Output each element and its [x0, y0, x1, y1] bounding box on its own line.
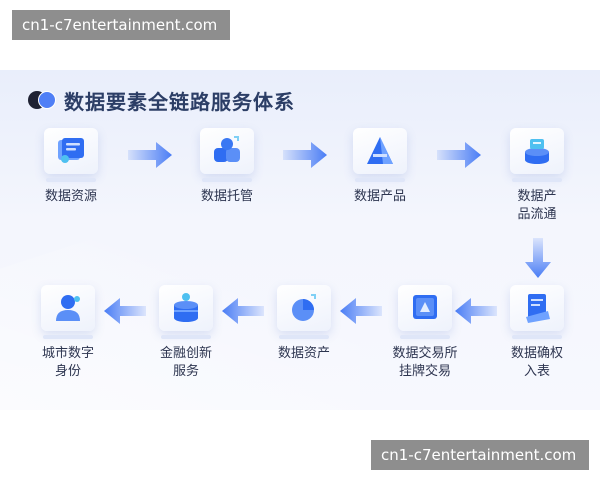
arrow-exchange-to-asset — [340, 298, 382, 324]
node-label: 数据托管 — [200, 189, 253, 204]
arrow-circulation-to-ownership — [525, 238, 551, 278]
node-data-asset: 数据资产 — [249, 285, 359, 363]
node-city-digital-identity: 城市数字 身份 — [13, 285, 123, 381]
node-label: 数据产 品流通 — [517, 189, 557, 222]
product-circulation-icon — [510, 128, 564, 182]
node-label: 城市数字 身份 — [41, 346, 94, 379]
diagram-title-row: 数据要素全链路服务体系 — [28, 86, 295, 114]
city-digital-identity-icon — [41, 285, 95, 339]
arrow-ownership-to-exchange — [455, 298, 497, 324]
arrow-asset-to-financial — [222, 298, 264, 324]
arrow-hosting-to-product — [283, 142, 327, 168]
diagram-title: 数据要素全链路服务体系 — [64, 89, 295, 114]
node-data-product: 数据产品 — [325, 128, 435, 206]
arrow-financial-to-identity — [104, 298, 146, 324]
node-label: 数据交易所 挂牌交易 — [392, 346, 458, 379]
arrow-resource-to-hosting — [128, 142, 172, 168]
watermark-bottom: cn1-c7entertainment.com — [371, 440, 589, 470]
data-resource-icon — [44, 128, 98, 182]
data-asset-icon — [277, 285, 331, 339]
node-ownership-recording: 数据确权 入表 — [482, 285, 592, 381]
data-hosting-icon — [200, 128, 254, 182]
diagram-panel: 数据要素全链路服务体系 数据资源 数据托管 — [0, 70, 600, 410]
node-label: 数据资产 — [277, 346, 330, 361]
watermark-top: cn1-c7entertainment.com — [12, 10, 230, 40]
node-data-hosting: 数据托管 — [172, 128, 282, 206]
exchange-listing-icon — [398, 285, 452, 339]
ownership-recording-icon — [510, 285, 564, 339]
data-product-icon — [353, 128, 407, 182]
arrow-product-to-circulation — [437, 142, 481, 168]
node-label: 金融创新 服务 — [159, 346, 212, 379]
node-label: 数据产品 — [353, 189, 406, 204]
title-dots-icon — [28, 91, 56, 109]
node-label: 数据资源 — [44, 189, 97, 204]
node-product-circulation: 数据产 品流通 — [482, 128, 592, 224]
financial-innovation-icon — [159, 285, 213, 339]
node-data-resource: 数据资源 — [16, 128, 126, 206]
node-financial-innovation: 金融创新 服务 — [131, 285, 241, 381]
node-exchange-listing: 数据交易所 挂牌交易 — [370, 285, 480, 381]
node-label: 数据确权 入表 — [510, 346, 563, 379]
